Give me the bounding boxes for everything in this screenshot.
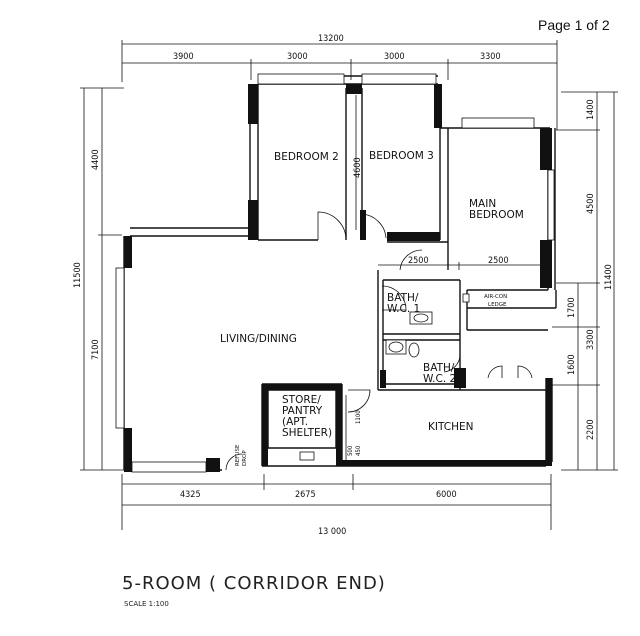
dim-right-overall: 11400 bbox=[604, 264, 614, 290]
dim-bottom-overall: 13 000 bbox=[318, 527, 346, 537]
label-bath-2a: BATH/ bbox=[423, 362, 455, 374]
dim-bath-width-2: 2500 bbox=[488, 256, 509, 266]
dim-store-2: 500 bbox=[347, 445, 354, 456]
dim-left-overall: 11500 bbox=[73, 262, 83, 288]
label-bath-1a: BATH/ bbox=[387, 292, 419, 304]
page-number: Page 1 of 2 bbox=[538, 17, 610, 33]
dim-corridor: 4600 bbox=[353, 157, 363, 178]
dimension-lines bbox=[80, 40, 618, 530]
label-bedroom-3: BEDROOM 3 bbox=[369, 150, 434, 162]
dim-bottom-1: 4325 bbox=[180, 490, 201, 500]
label-aircon-2: LEDGE bbox=[488, 302, 507, 308]
dim-top-3: 3000 bbox=[384, 52, 405, 62]
plan-title: 5-ROOM ( CORRIDOR END) bbox=[122, 573, 386, 594]
label-kitchen: KITCHEN bbox=[428, 421, 474, 433]
dim-right-2: 4500 bbox=[586, 193, 596, 214]
small-labels: AIR-CON LEDGE REFUSE DROP bbox=[235, 294, 507, 466]
door-swings bbox=[225, 211, 533, 471]
label-store-2: PANTRY bbox=[282, 405, 323, 417]
dimension-labels: 13200 3900 3000 3000 3300 4325 2675 6000… bbox=[73, 34, 614, 537]
dim-left-2: 7100 bbox=[91, 339, 101, 360]
dim-top-overall: 13200 bbox=[318, 34, 344, 44]
dim-top-1: 3900 bbox=[173, 52, 194, 62]
label-bedroom-2: BEDROOM 2 bbox=[274, 151, 339, 163]
plan-scale: SCALE 1:100 bbox=[124, 600, 169, 608]
dim-store-1: 1100 bbox=[355, 410, 362, 424]
dim-bath-width-1: 2500 bbox=[408, 256, 429, 266]
room-labels: BEDROOM 2 BEDROOM 3 MAIN BEDROOM LIVING/… bbox=[220, 150, 524, 439]
bath-fixtures bbox=[299, 293, 470, 461]
label-bath-2b: W.C. 2 bbox=[423, 373, 456, 385]
dim-bottom-2: 2675 bbox=[295, 490, 316, 500]
label-aircon-1: AIR-CON bbox=[484, 294, 507, 300]
dim-right-3: 1700 bbox=[567, 297, 577, 318]
label-living-dining: LIVING/DINING bbox=[220, 333, 297, 345]
dim-bottom-3: 6000 bbox=[436, 490, 457, 500]
dim-right-5: 2200 bbox=[586, 419, 596, 440]
dim-right-inner: 3300 bbox=[586, 329, 596, 350]
label-refuse-2: DROP bbox=[242, 450, 248, 466]
dim-right-1: 1400 bbox=[586, 99, 596, 120]
label-main-bedroom-1: MAIN bbox=[469, 198, 496, 210]
label-store-4: SHELTER) bbox=[282, 427, 332, 439]
label-refuse-1: REFUSE bbox=[235, 444, 241, 466]
windows bbox=[115, 73, 555, 473]
dim-left-1: 4400 bbox=[91, 149, 101, 170]
label-store-3: (APT. bbox=[282, 416, 308, 428]
dim-right-4: 1600 bbox=[567, 354, 577, 375]
label-store-1: STORE/ bbox=[282, 394, 321, 406]
label-bath-1b: W.C. 1 bbox=[387, 303, 420, 315]
dim-top-2: 3000 bbox=[287, 52, 308, 62]
structural-columns bbox=[124, 84, 552, 472]
dim-store-3: 450 bbox=[355, 445, 362, 456]
label-main-bedroom-2: BEDROOM bbox=[469, 209, 524, 221]
dim-top-4: 3300 bbox=[480, 52, 501, 62]
